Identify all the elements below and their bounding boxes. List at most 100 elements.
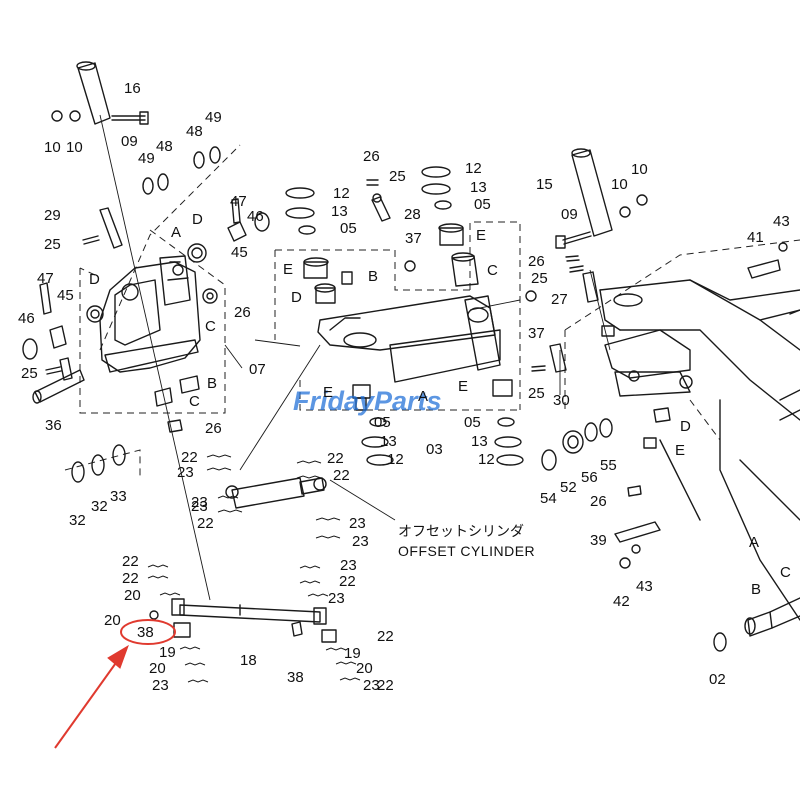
- callout-32: 32: [91, 498, 108, 515]
- callout-25: 25: [44, 236, 61, 253]
- callout-C: C: [487, 262, 498, 279]
- callout-26: 26: [528, 253, 545, 270]
- callout-13: 13: [380, 433, 397, 450]
- callout-12: 12: [465, 160, 482, 177]
- callout-29: 29: [44, 207, 61, 224]
- callout-46: 46: [247, 208, 264, 225]
- callout-32: 32: [69, 512, 86, 529]
- part-19-highlight-circle: [120, 619, 176, 645]
- callout-26: 26: [363, 148, 380, 165]
- callout-10: 10: [66, 139, 83, 156]
- callout-B: B: [368, 268, 378, 285]
- highlight-marker: [54, 619, 176, 749]
- left-bracket-assembly: [22, 61, 270, 483]
- callout-49: 49: [205, 109, 222, 126]
- callout-25: 25: [21, 365, 38, 382]
- watermark: FridayParts: [293, 386, 442, 416]
- callout-22: 22: [327, 450, 344, 467]
- callout-52: 52: [560, 479, 577, 496]
- callout-23: 23: [191, 494, 208, 511]
- callout-07: 07: [249, 361, 266, 378]
- callout-E: E: [675, 442, 685, 459]
- callout-D: D: [192, 211, 203, 228]
- callout-49: 49: [138, 150, 155, 167]
- callout-05: 05: [340, 220, 357, 237]
- offset-cylinder-18: [149, 598, 337, 643]
- callout-12: 12: [478, 451, 495, 468]
- highlight-arrow: [54, 659, 119, 749]
- callout-A: A: [418, 388, 428, 405]
- callout-47: 47: [230, 193, 247, 210]
- callout-38: 38: [287, 669, 304, 686]
- callout-09: 09: [561, 206, 578, 223]
- callout-22: 22: [377, 628, 394, 645]
- callout-46: 46: [18, 310, 35, 327]
- callout-05: 05: [374, 414, 391, 431]
- callout-36: 36: [45, 417, 62, 434]
- callout-12: 12: [333, 185, 350, 202]
- callout-39: 39: [590, 532, 607, 549]
- small-fasteners: [147, 454, 361, 683]
- callout-23: 23: [340, 557, 357, 574]
- callout-48: 48: [186, 123, 203, 140]
- callout-23: 23: [191, 498, 208, 515]
- callout-26: 26: [590, 493, 607, 510]
- callout-05: 05: [474, 196, 491, 213]
- callout-10: 10: [631, 161, 648, 178]
- callout-23: 23: [352, 533, 369, 550]
- callout-25: 25: [531, 270, 548, 287]
- callout-18: 18: [240, 652, 257, 669]
- highlight-arrowhead: [107, 644, 129, 669]
- callout-22: 22: [377, 677, 394, 694]
- offset-cylinder-upper: [225, 477, 327, 509]
- callout-15: 15: [536, 176, 553, 193]
- callout-E: E: [283, 261, 293, 278]
- callout-A: A: [171, 224, 181, 241]
- callout-23: 23: [363, 677, 380, 694]
- callout-23: 23: [328, 590, 345, 607]
- callout-E: E: [458, 378, 468, 395]
- callout-D: D: [89, 271, 100, 288]
- callout-42: 42: [613, 593, 630, 610]
- callout-C: C: [780, 564, 791, 581]
- callout-33: 33: [110, 488, 127, 505]
- callout-43: 43: [636, 578, 653, 595]
- callout-56: 56: [581, 469, 598, 486]
- callout-13: 13: [331, 203, 348, 220]
- right-boom-assembly: [531, 148, 800, 652]
- callout-22: 22: [122, 553, 139, 570]
- callout-03: 03: [426, 441, 443, 458]
- callout-19: 19: [159, 644, 176, 661]
- callout-28: 28: [404, 206, 421, 223]
- callout-30: 30: [553, 392, 570, 409]
- callout-25: 25: [389, 168, 406, 185]
- callout-23: 23: [349, 515, 366, 532]
- callout-02: 02: [709, 671, 726, 688]
- callout-25: 25: [528, 385, 545, 402]
- callout-B: B: [751, 581, 761, 598]
- callout-43: 43: [773, 213, 790, 230]
- callout-22: 22: [181, 449, 198, 466]
- caption-english: OFFSET CYLINDER: [398, 543, 535, 559]
- callout-20: 20: [124, 587, 141, 604]
- callout-13: 13: [471, 433, 488, 450]
- callout-45: 45: [231, 244, 248, 261]
- callout-20: 20: [104, 612, 121, 629]
- callout-41: 41: [747, 229, 764, 246]
- callout-26: 26: [234, 304, 251, 321]
- callout-D: D: [291, 289, 302, 306]
- callout-47: 47: [37, 270, 54, 287]
- callout-05: 05: [464, 414, 481, 431]
- callout-27: 27: [551, 291, 568, 308]
- callout-54: 54: [540, 490, 557, 507]
- callout-13: 13: [470, 179, 487, 196]
- caption-japanese: オフセットシリンダ: [398, 524, 524, 540]
- callout-E: E: [476, 227, 486, 244]
- callout-23: 23: [152, 677, 169, 694]
- callout-B: B: [207, 375, 217, 392]
- callout-45: 45: [57, 287, 74, 304]
- callout-20: 20: [149, 660, 166, 677]
